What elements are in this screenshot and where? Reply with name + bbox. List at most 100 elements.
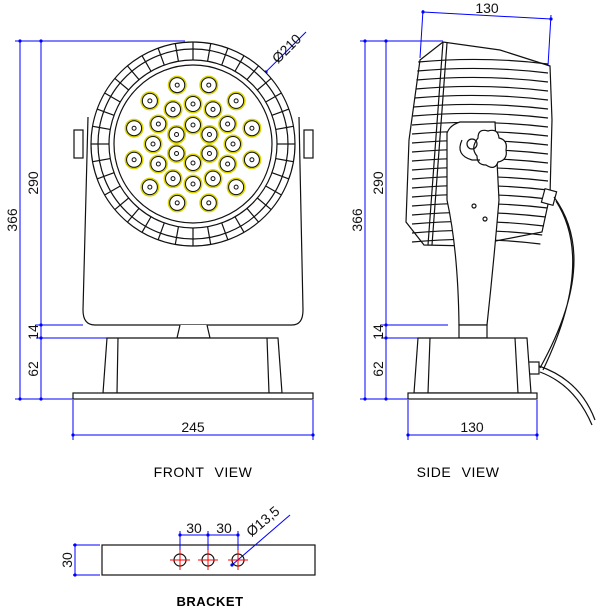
ring-fin bbox=[221, 54, 227, 66]
mounting-hole bbox=[228, 550, 248, 570]
led bbox=[183, 115, 203, 135]
led bbox=[124, 150, 144, 170]
led bbox=[226, 177, 246, 197]
ring-fin bbox=[141, 55, 147, 63]
led bbox=[199, 125, 219, 144]
dim-base-width: 245 bbox=[181, 419, 205, 435]
left-knob bbox=[73, 129, 84, 159]
side-dim-head-height: 290 bbox=[370, 171, 386, 195]
ring-fin bbox=[103, 110, 115, 116]
ring-fin bbox=[157, 233, 162, 241]
ring-fin bbox=[282, 108, 290, 113]
ring-fin bbox=[221, 222, 227, 234]
cooling-fin bbox=[415, 85, 549, 92]
ring-fin bbox=[157, 47, 162, 55]
ring-fin bbox=[282, 175, 290, 180]
bracket-dim-height: 30 bbox=[59, 552, 75, 568]
ring-fin bbox=[234, 216, 242, 227]
dim-total-height: 366 bbox=[4, 208, 20, 232]
front-base bbox=[102, 337, 283, 394]
ring-fin bbox=[126, 216, 133, 223]
side-dim-total-height: 366 bbox=[349, 208, 365, 232]
side-stem bbox=[446, 121, 500, 326]
side-dim-neck-height: 14 bbox=[370, 324, 386, 340]
bracket-view: 30 30 30 Ø13,5 BRACKET bbox=[59, 503, 316, 609]
ring-fin bbox=[104, 190, 112, 196]
cooling-fin bbox=[417, 67, 549, 74]
ring-fin bbox=[239, 225, 245, 233]
mounting-hole bbox=[198, 550, 218, 570]
dim-base-height: 62 bbox=[25, 361, 41, 377]
led bbox=[223, 134, 243, 154]
led bbox=[140, 177, 160, 197]
ring-fin bbox=[206, 50, 211, 62]
ring-fin bbox=[224, 233, 229, 241]
ring-fin bbox=[274, 190, 282, 196]
ring-fin bbox=[119, 197, 130, 206]
ring-fin bbox=[246, 207, 255, 218]
front-base-plate bbox=[72, 392, 314, 400]
led bbox=[218, 154, 238, 174]
led bbox=[140, 91, 160, 111]
ring-fin bbox=[246, 70, 255, 81]
ring-fin bbox=[275, 157, 287, 162]
right-knob bbox=[303, 129, 314, 159]
led bbox=[199, 144, 219, 163]
side-dim-base-width: 130 bbox=[460, 419, 484, 435]
front-neck bbox=[176, 324, 211, 339]
ring-fin bbox=[286, 125, 294, 129]
ring-fin bbox=[103, 172, 115, 178]
led bbox=[167, 125, 187, 144]
mounting-hole bbox=[170, 550, 190, 570]
ring-fin bbox=[114, 204, 121, 211]
ring-fin bbox=[256, 82, 267, 91]
led bbox=[183, 174, 203, 194]
led bbox=[167, 193, 187, 213]
dim-head-height: 290 bbox=[25, 171, 41, 195]
led bbox=[199, 75, 219, 95]
led bbox=[163, 99, 183, 119]
led bbox=[183, 94, 203, 114]
ring-fin bbox=[271, 110, 283, 116]
ring-fin bbox=[206, 226, 211, 238]
ring-fin bbox=[224, 47, 229, 55]
bracket-label: BRACKET bbox=[176, 594, 243, 609]
ring-fin bbox=[271, 172, 283, 178]
cooling-fin bbox=[414, 94, 549, 101]
ring-fin bbox=[114, 77, 121, 84]
ring-fin bbox=[99, 157, 111, 162]
led bbox=[148, 154, 168, 174]
ring-fin bbox=[234, 61, 242, 72]
ring-fin bbox=[92, 125, 100, 129]
bracket-holes bbox=[170, 550, 248, 570]
front-view-label: FRONT VIEW bbox=[154, 464, 253, 480]
ring-fin bbox=[159, 222, 165, 234]
ring-fin bbox=[110, 185, 121, 193]
ring-fin bbox=[104, 92, 112, 98]
cooling-fin bbox=[418, 58, 549, 65]
ring-fins bbox=[91, 42, 295, 246]
led bbox=[242, 150, 262, 170]
ring-fin bbox=[265, 204, 272, 211]
ring-fin bbox=[92, 159, 100, 163]
tilt-knob bbox=[473, 129, 507, 168]
led bbox=[226, 91, 246, 111]
led bbox=[183, 153, 203, 173]
ring-fin bbox=[208, 43, 212, 51]
ring-fin bbox=[159, 54, 165, 66]
led bbox=[148, 114, 168, 134]
led bbox=[124, 118, 144, 138]
side-view: 130 366 290 14 62 130 SIDE VIEW bbox=[349, 0, 596, 480]
ring-fin bbox=[175, 50, 180, 62]
led bbox=[203, 169, 223, 189]
ring-fin bbox=[96, 175, 104, 180]
cooling-fins bbox=[411, 58, 549, 245]
side-base bbox=[413, 337, 532, 394]
ring-fin bbox=[174, 237, 178, 245]
ring-fin bbox=[99, 126, 111, 131]
bracket-dim-spacing-1: 30 bbox=[186, 520, 202, 536]
led bbox=[199, 193, 219, 213]
cable bbox=[539, 196, 575, 371]
led bbox=[167, 75, 187, 95]
